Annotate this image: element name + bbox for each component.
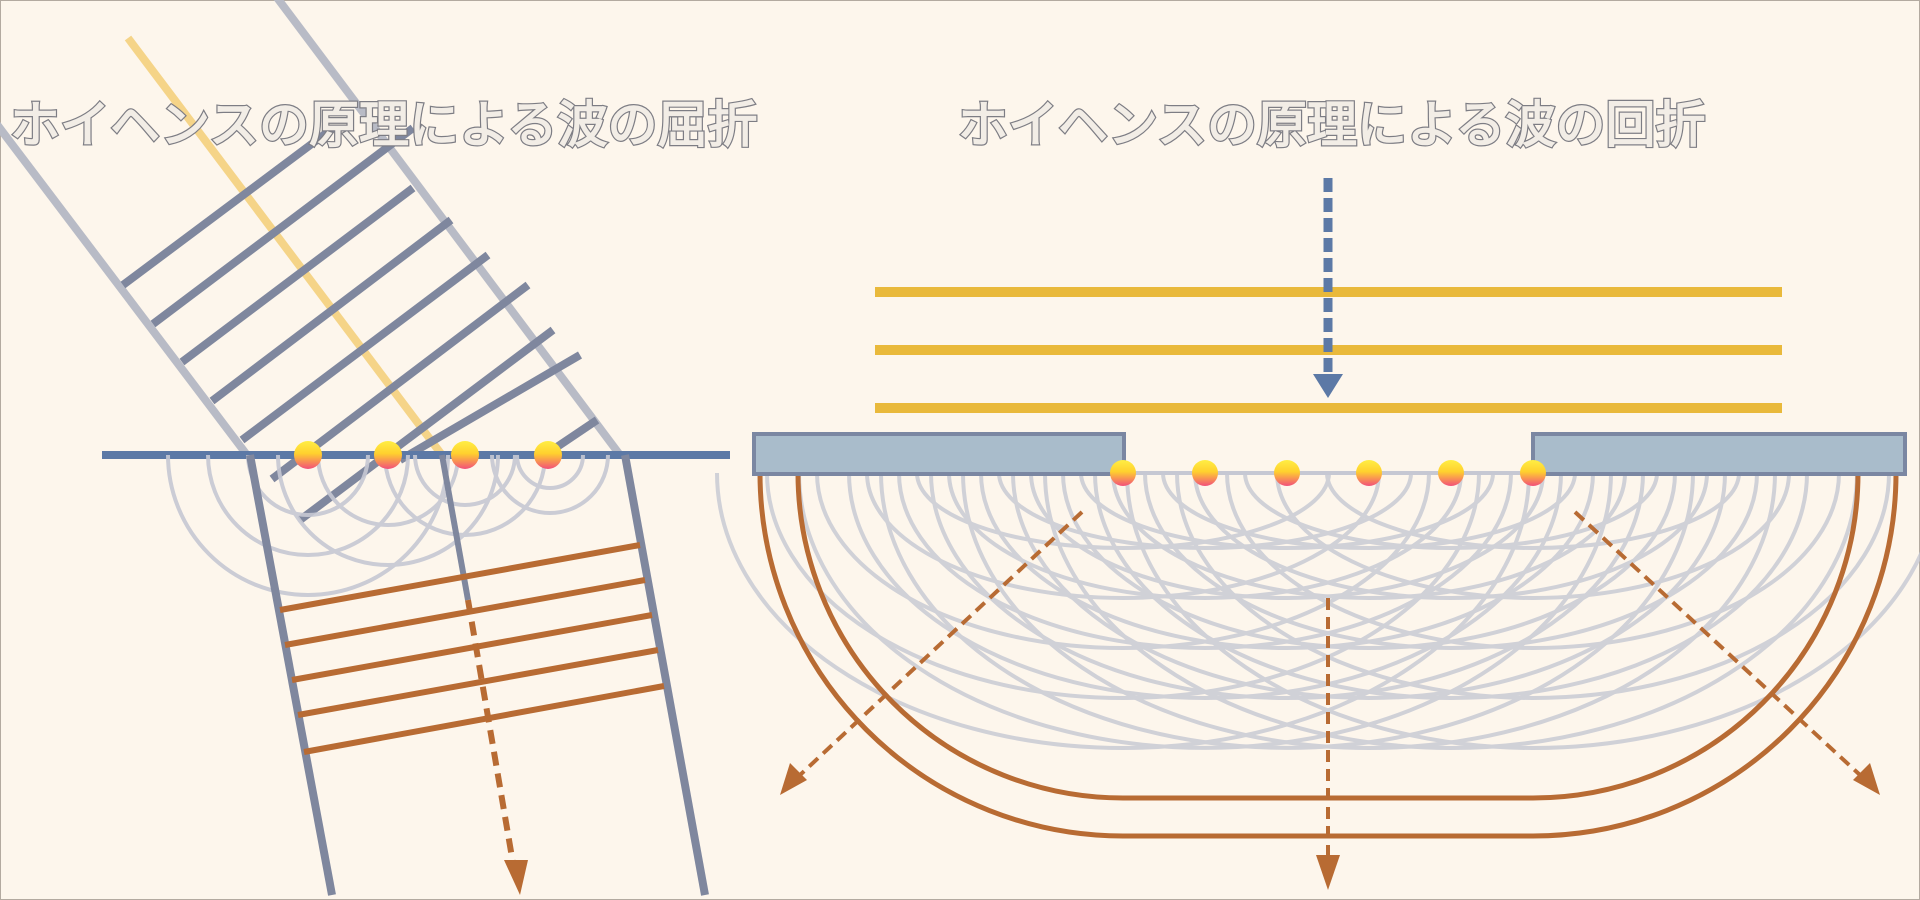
refracted-wavefronts (279, 542, 665, 755)
wavelet (765, 472, 1481, 700)
wavelet (1093, 472, 1809, 700)
wavelet (1061, 472, 1677, 650)
arrowhead-icon (1313, 374, 1343, 398)
refraction-sources (294, 441, 562, 469)
wavelet (897, 472, 1513, 650)
refracted-beam-left-edge (246, 454, 336, 896)
wavelet (413, 454, 517, 507)
secondary-source-dot-icon (1110, 460, 1136, 486)
refracted-wavefront (297, 647, 659, 718)
wavelet (961, 472, 1777, 750)
secondary-source-dot-icon (534, 441, 562, 469)
wavelet (515, 454, 585, 490)
incident-wavefront (397, 351, 583, 464)
diffraction-arrow-left (798, 510, 1084, 777)
barrier-right (1531, 432, 1907, 476)
wavelet (1161, 472, 1577, 550)
wavelet (847, 472, 1563, 700)
diffracted-wavefront-outer (757, 472, 1899, 839)
wavelet (1011, 472, 1727, 700)
wavelet (1175, 472, 1891, 700)
secondary-source-dot-icon (1520, 460, 1546, 486)
wavelet (915, 472, 1331, 550)
diffraction-title: ホイヘンスの原理による波の回折 (958, 96, 1706, 154)
wavelet (1125, 472, 1920, 750)
wavelet (1275, 472, 1791, 600)
wavelet (1143, 472, 1759, 650)
arrowhead-icon (1316, 855, 1340, 890)
wavelet (797, 472, 1613, 750)
wavelet (865, 472, 1381, 600)
incident-wavefront (297, 326, 556, 524)
wavelet (206, 454, 410, 557)
wavelet (997, 472, 1413, 550)
diffraction-arrow-right (1573, 510, 1862, 777)
wavelet (815, 472, 1431, 650)
secondary-source-dot-icon (1356, 460, 1382, 486)
arrowhead-icon (504, 860, 528, 895)
wavelet (1325, 472, 1741, 550)
secondary-source-dot-icon (1438, 460, 1464, 486)
wavelet (715, 472, 1531, 750)
diffracted-wavefronts (757, 472, 1899, 839)
secondary-source-dot-icon (374, 441, 402, 469)
diffraction-wavelets (715, 472, 1920, 750)
incident-beam-left-edge (0, 121, 251, 458)
arrowhead-icon (780, 763, 807, 795)
refracted-beam-right-edge (621, 454, 709, 896)
secondary-source-dot-icon (451, 441, 479, 469)
wavelet (490, 454, 610, 515)
barrier-left (752, 432, 1126, 476)
wavelet (1193, 472, 1709, 600)
incident-wavefront (150, 124, 416, 328)
diffraction-sources (1110, 460, 1546, 486)
wavelet (1043, 472, 1859, 750)
wavelet (979, 472, 1595, 650)
refracted-wavefront (279, 542, 641, 613)
incident-wavefront (120, 124, 336, 289)
wavelet (879, 472, 1695, 750)
refracted-wavefront (284, 577, 646, 648)
wavelet (1243, 472, 1659, 550)
refraction-panel: ホイヘンスの原理による波の屈折 (0, 0, 759, 896)
wavelet (166, 454, 450, 597)
wavelet (316, 454, 460, 527)
diffraction-arrows (798, 510, 1862, 860)
refracted-beam-edges (246, 454, 709, 896)
incident-wavefront (209, 216, 454, 405)
arrowhead-icon (1853, 763, 1880, 795)
secondary-source-dot-icon (1274, 460, 1300, 486)
secondary-source-dot-icon (294, 441, 322, 469)
diffraction-panel: ホイヘンスの原理による波の回折 (715, 95, 1920, 890)
refraction-title: ホイヘンスの原理による波の屈折 (10, 96, 758, 154)
wavelet (1225, 472, 1841, 650)
wavelet (947, 472, 1463, 600)
refracted-wavefront (303, 683, 665, 755)
wavelet (383, 454, 547, 537)
wavelet (929, 472, 1645, 700)
incident-wavefront (179, 184, 416, 366)
incident-wavefront (239, 251, 491, 444)
secondary-source-dot-icon (1192, 460, 1218, 486)
wavelet (1079, 472, 1495, 550)
wavelet (276, 454, 500, 567)
refracted-wavefront (291, 612, 653, 683)
diffraction-arrowheads (780, 763, 1880, 890)
refraction-wavelets (166, 454, 610, 597)
